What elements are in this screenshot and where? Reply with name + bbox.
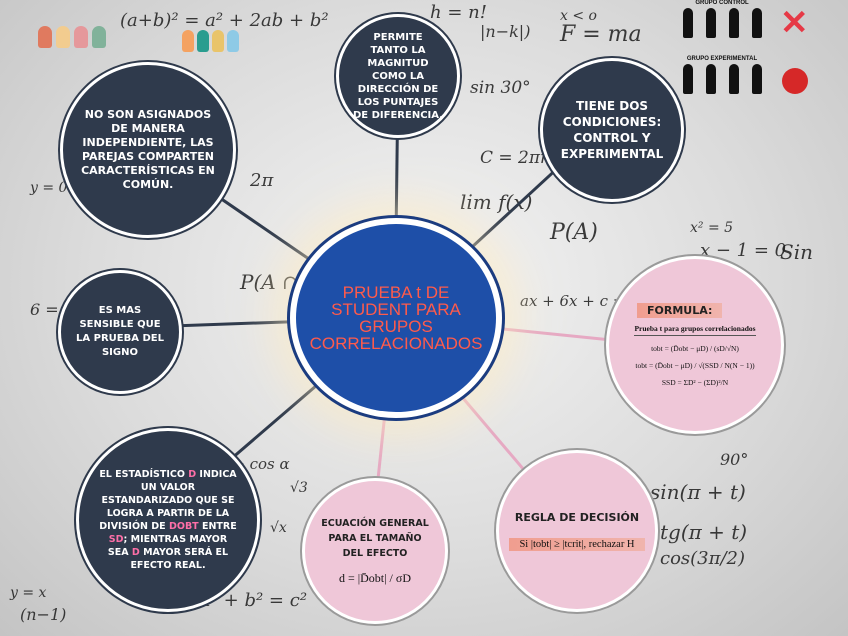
math-doodle: √x [270,520,287,536]
node-decision[interactable]: REGLA DE DECISIÓN Si |tobt| ≥ |tcrit|, r… [496,450,658,612]
person-icon [751,64,762,94]
math-doodle: h = n! [430,2,487,23]
math-doodle: C = 2πr [480,148,549,168]
estadistico-d-1: D [188,469,197,480]
formula-eq3: SSD = ΣD² − (ΣD)²/N [661,378,729,387]
child-icon [56,26,70,48]
estadistico-text-4: ; MIENTRAS MAYOR SEA [107,534,228,558]
central-topic-node[interactable]: PRUEBA t DE STUDENT PARA GRUPOS CORRELAC… [290,218,502,418]
math-doodle: F = ma [560,22,642,47]
person-icon [682,64,693,94]
node-no-independiente-text: NO SON ASIGNADOS DE MANERA INDEPENDIENTE… [81,108,215,191]
estadistico-text-3: ENTRE [198,521,237,532]
math-doodle: |n−k|) [480,22,531,41]
math-doodle: tg(π + t) [660,520,748,544]
formula-eq1: tobt = (D̄obt − μD) / (sD/√N) [651,344,739,353]
formula-eq2: tobt = (D̄obt − μD) / √(SSD / N(N − 1)) [635,361,755,370]
node-efecto[interactable]: ECUACIÓN GENERAL PARA EL TAMAÑO DEL EFEC… [302,478,448,624]
math-doodle: ax + 6x + c = 0 [520,292,640,310]
person-icon [728,64,739,94]
node-estadistico-text: EL ESTADÍSTICO D INDICA UN VALOR ESTANDA… [99,468,237,572]
person-icon [728,8,739,38]
control-group-label: GRUPO CONTROL [695,0,749,6]
child-icon [227,30,239,52]
red-x-icon: ✕ [780,4,809,42]
math-doodle: sin(π + t) [650,480,746,504]
node-formula[interactable]: FORMULA: Prueba t para grupos correlacio… [606,256,784,434]
estadistico-sd: SD [108,534,124,545]
math-doodle: (a+b)² = a² + 2ab + b² [120,10,329,31]
math-doodle: (n−1) [20,605,67,624]
child-icon [197,30,209,52]
decision-title: REGLA DE DECISIÓN [514,511,640,524]
efecto-eq: d = |D̄obt| / σD [338,571,412,585]
estadistico-dobt: DOBT [168,521,199,532]
math-doodle: P(A) [550,220,598,245]
node-no-independiente[interactable]: NO SON ASIGNADOS DE MANERA INDEPENDIENTE… [60,62,236,238]
node-condiciones-text: TIENE DOS CONDICIONES: CONTROL Y EXPERIM… [560,99,664,161]
node-sensible[interactable]: ES MAS SENSIBLE QUE LA PRUEBA DEL SIGNO [58,270,182,394]
control-group-figure: GRUPO CONTROL [676,0,768,38]
child-icon [38,26,52,48]
node-sensible-text: ES MAS SENSIBLE QUE LA PRUEBA DEL SIGNO [76,305,164,358]
math-doodle: 90° [720,450,749,469]
math-doodle: x − 1 = 0 [700,240,787,261]
person-icon [705,64,716,94]
decision-rule: Si |tobt| ≥ |tcrit|, rechazar H [509,538,645,551]
children-icon-group [38,26,106,48]
math-doodle: cos(3π/2) [660,548,745,569]
children-icon-group-2 [182,30,239,52]
formula-title: FORMULA: [637,303,723,318]
child-icon [92,26,106,48]
math-doodle: Sin [780,240,813,264]
math-doodle: 2π [250,170,274,191]
central-topic-title: PRUEBA t DE STUDENT PARA GRUPOS CORRELAC… [309,283,483,353]
node-estadistico[interactable]: EL ESTADÍSTICO D INDICA UN VALOR ESTANDA… [76,428,260,612]
estadistico-text-2: INDICA UN VALOR ESTANDARIZADO QUE SE LOG… [99,469,237,532]
node-magnitud[interactable]: PERMITE TANTO LA MAGNITUD COMO LA DIRECC… [336,14,460,138]
estadistico-text-1: EL ESTADÍSTICO [99,469,189,480]
math-doodle: y = 0 [30,180,68,196]
math-doodle: y = x [10,585,47,601]
math-doodle: √3 [290,480,308,496]
person-icon [751,8,762,38]
child-icon [74,26,88,48]
estadistico-d-2: D [131,547,140,558]
math-doodle: a² + b² = c² [200,590,308,611]
node-magnitud-text: PERMITE TANTO LA MAGNITUD COMO LA DIRECC… [353,31,443,121]
experimental-group-label: GRUPO EXPERIMENTAL [686,56,758,62]
node-condiciones[interactable]: TIENE DOS CONDICIONES: CONTROL Y EXPERIM… [540,58,684,202]
red-people-icon [782,68,808,94]
estadistico-text-5: MAYOR SERÁ EL EFECTO REAL. [130,547,229,571]
math-doodle: sin 30° [470,78,531,98]
efecto-title: ECUACIÓN GENERAL PARA EL TAMAÑO DEL EFEC… [321,518,429,559]
formula-subtitle: Prueba t para grupos correlacionados [634,324,756,336]
child-icon [212,30,224,52]
experimental-group-figure: GRUPO EXPERIMENTAL [676,56,768,94]
person-icon [705,8,716,38]
person-icon [682,8,693,38]
child-icon [182,30,194,52]
math-doodle: x² = 5 [690,220,734,236]
math-doodle: x < o [560,8,597,24]
